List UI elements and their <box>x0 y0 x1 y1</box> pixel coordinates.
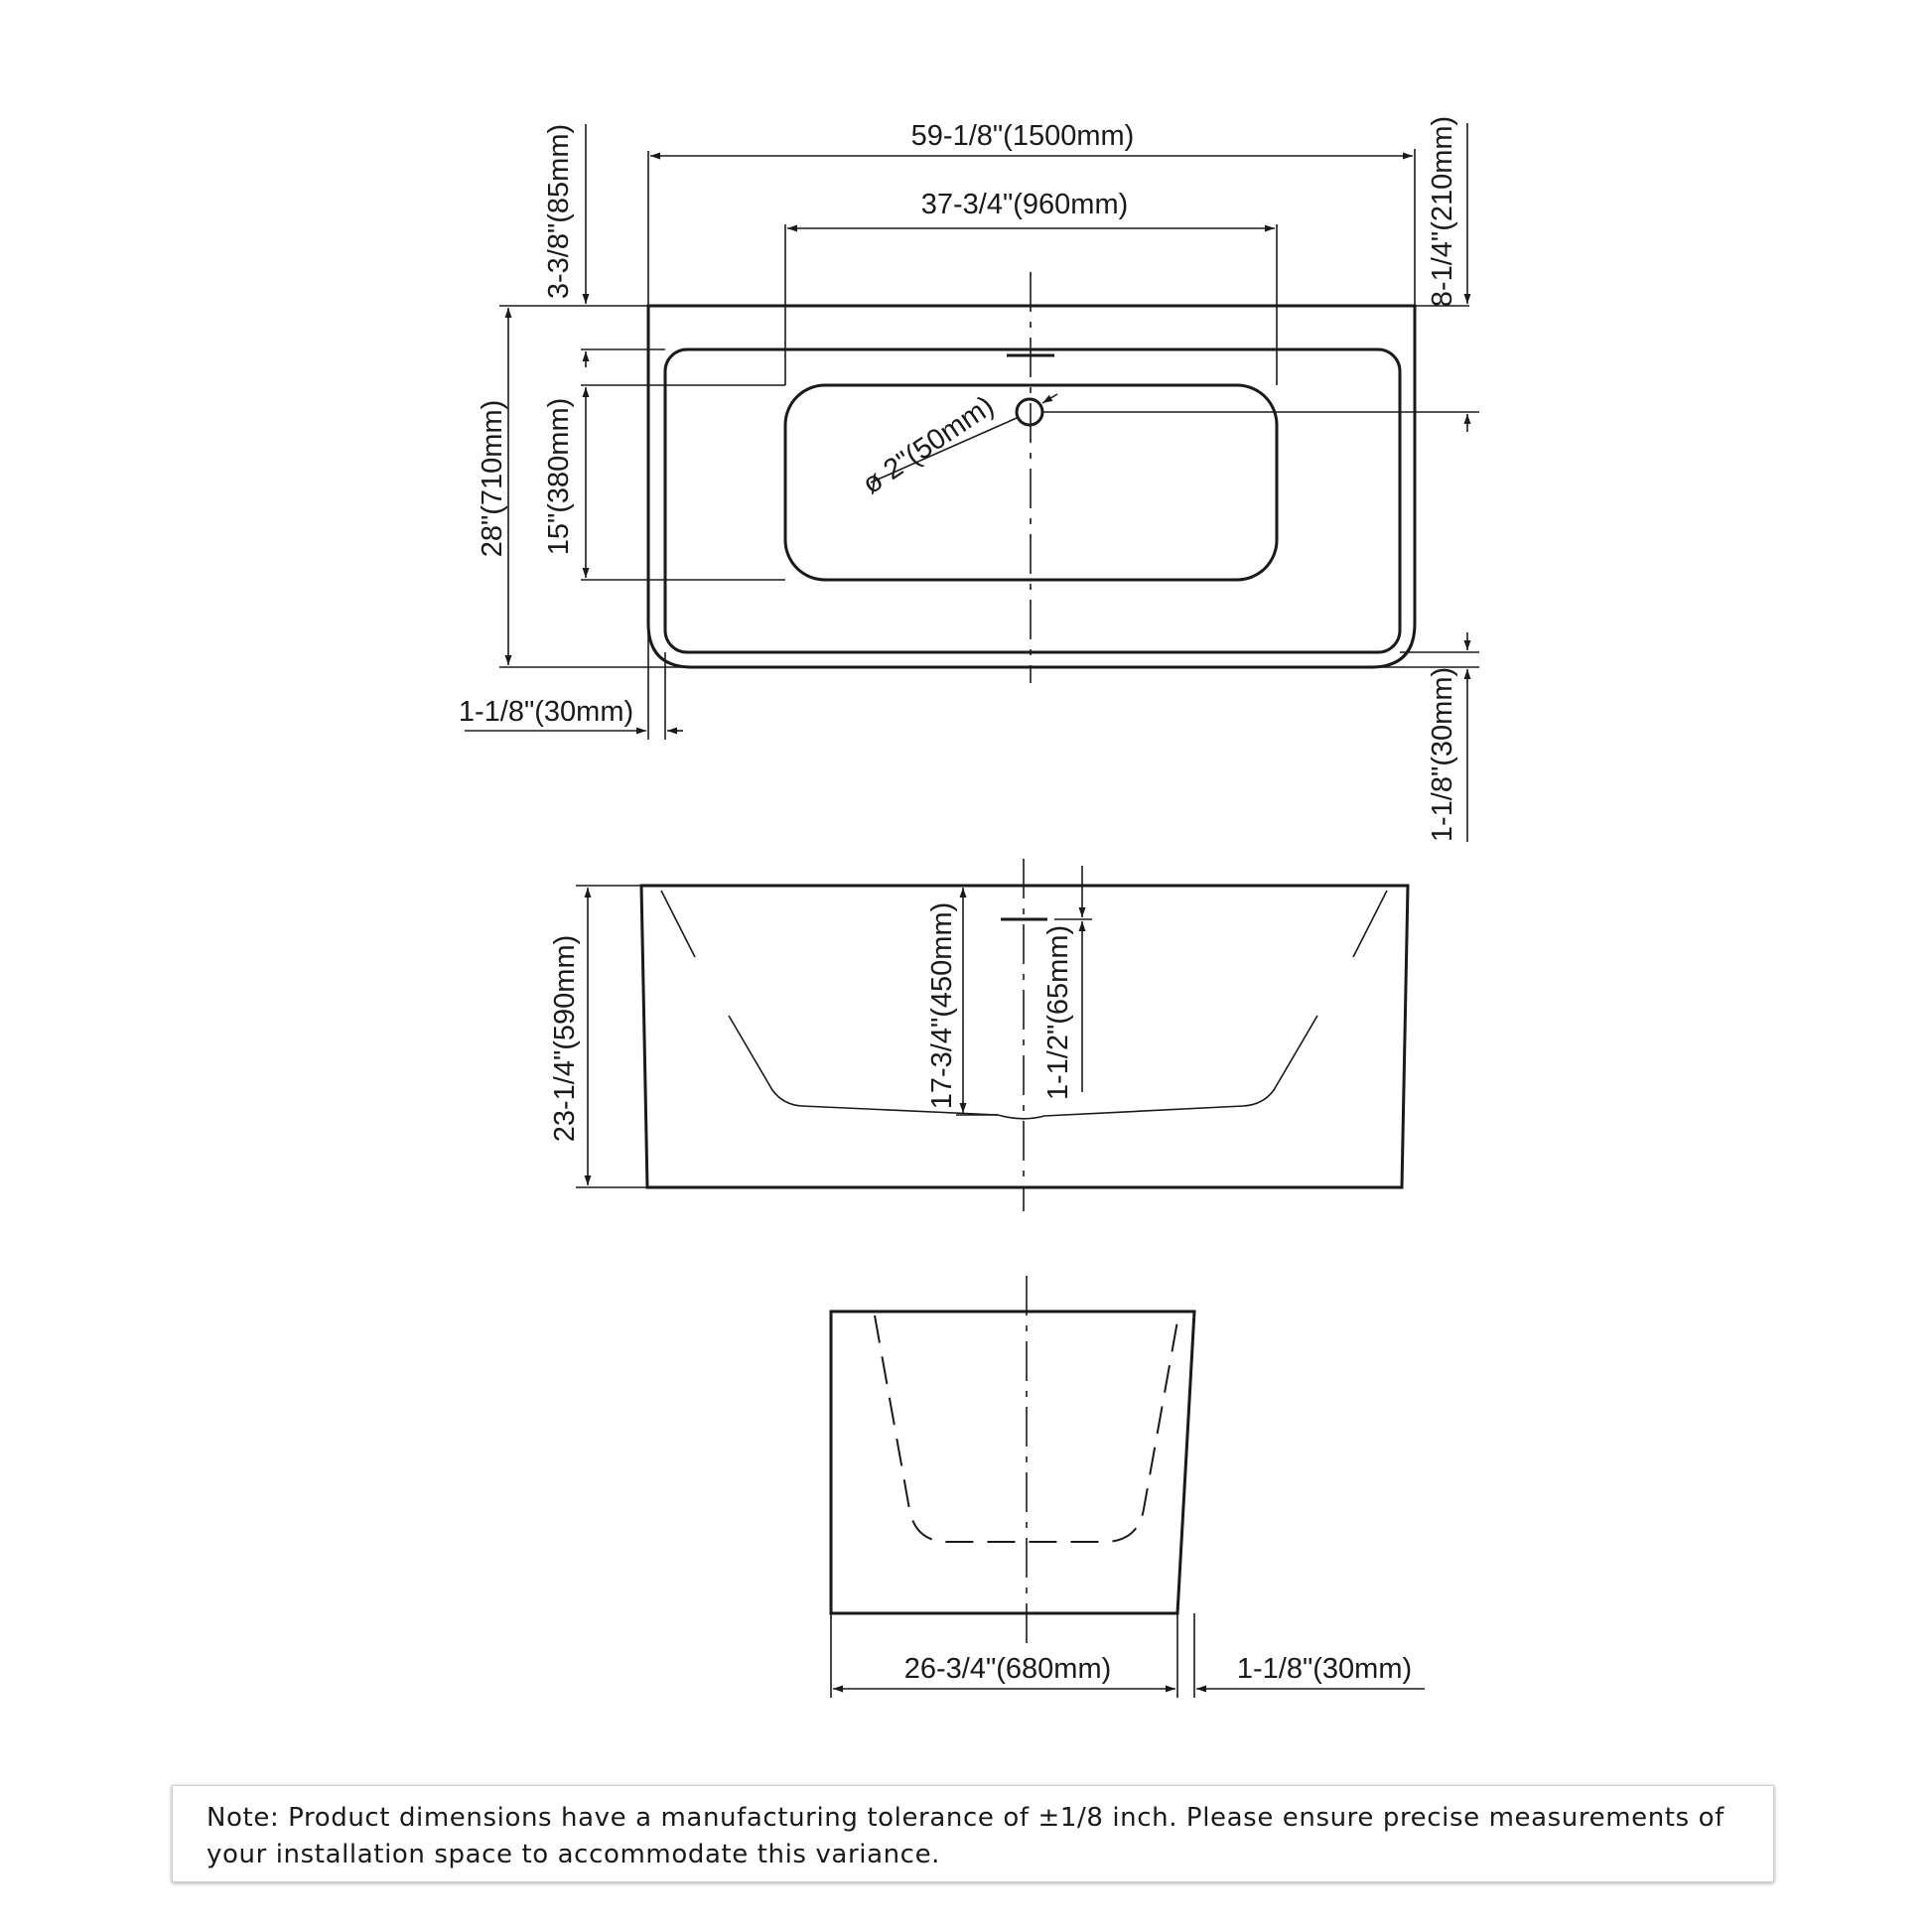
wall-left-label: 1-1/8"(30mm) <box>459 696 633 728</box>
tolerance-note: Note: Product dimensions have a manufact… <box>172 1785 1774 1882</box>
side-view-hidden-basin <box>874 1314 1179 1543</box>
top-view-inner-rim <box>663 347 1402 654</box>
rim-top-label: 3-3/8"(85mm) <box>543 124 575 299</box>
front-view-outline <box>639 884 1410 1189</box>
overflow-depth-label: 1-1/2"(65mm) <box>1042 925 1074 1100</box>
drain-circle <box>1015 397 1044 427</box>
front-view: 23-1/4"(590mm) 17-3/4"(450mm) 1-1/2"(65m… <box>549 859 1410 1211</box>
note-line-2: your installation space to accommodate t… <box>207 1840 941 1869</box>
drain-diameter-label: ø 2"(50mm) <box>857 390 1000 501</box>
side-width-label: 26-3/4"(680mm) <box>904 1653 1112 1685</box>
side-wall-label: 1-1/8"(30mm) <box>1237 1653 1412 1685</box>
front-view-basin-profile <box>728 1015 1318 1120</box>
wall-bottom-label: 1-1/8"(30mm) <box>1427 667 1458 842</box>
overall-length-label: 59-1/8"(1500mm) <box>911 120 1135 152</box>
drain-offset-label: 8-1/4"(210mm) <box>1427 116 1458 307</box>
overall-height-label: 23-1/4"(590mm) <box>549 935 581 1143</box>
top-view-outer-outline <box>646 304 1417 669</box>
inner-length-label: 37-3/4"(960mm) <box>921 189 1129 220</box>
top-view-basin <box>783 383 1279 582</box>
note-line-1: Note: Product dimensions have a manufact… <box>207 1803 1725 1833</box>
side-view: 26-3/4"(680mm) 1-1/8"(30mm) <box>829 1276 1425 1698</box>
tolerance-note-text: Note: Product dimensions have a manufact… <box>207 1800 1739 1873</box>
side-view-outline <box>829 1310 1196 1615</box>
overall-width-label: 28"(710mm) <box>477 400 508 558</box>
top-view: 59-1/8"(1500mm) 37-3/4"(960mm) 3-3/8"(85… <box>459 116 1479 842</box>
inner-width-label: 15"(380mm) <box>543 398 575 556</box>
inner-depth-label: 17-3/4"(450mm) <box>926 902 958 1110</box>
